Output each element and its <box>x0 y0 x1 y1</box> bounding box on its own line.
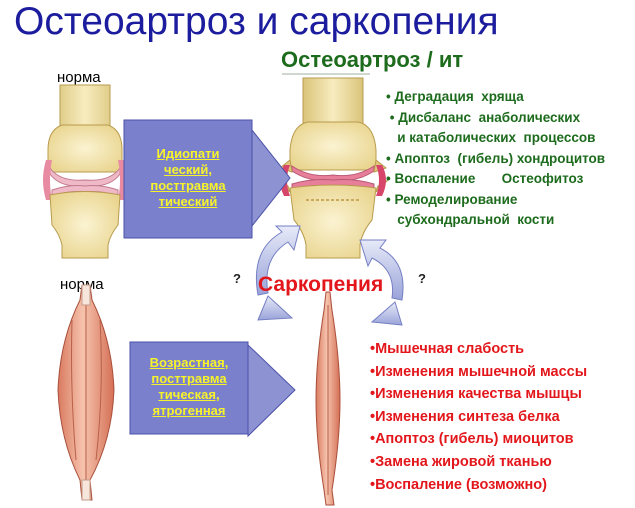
sarc-cause-arrow-icon <box>129 341 296 438</box>
sarcopenia-heading: Саркопения <box>258 273 384 296</box>
sarc-cause-line: Возрастная, <box>149 355 229 370</box>
sarc-cause-line: ятрогенная <box>152 403 226 418</box>
question-mark-right: ? <box>418 271 426 286</box>
osteoarthritis-list: • Деградация хряща • Дисбаланс анаболиче… <box>386 87 605 231</box>
muscle-normal-icon <box>57 284 115 501</box>
joint-normal-label: норма <box>57 69 101 86</box>
sarc-cause-line: тическая, <box>158 387 220 402</box>
cycle-arrows-icon <box>255 225 404 326</box>
list-item: •Изменения мышечной массы <box>370 363 588 380</box>
list-item: и катаболических процессов <box>386 130 596 145</box>
list-item: •Изменения качества мышцы <box>370 386 582 403</box>
bone-joint-normal-icon <box>43 84 127 259</box>
oa-cause-line: тический <box>158 194 218 209</box>
list-item: •Замена жировой тканью <box>370 453 552 470</box>
bone-joint-osteoarthritis-icon <box>277 77 389 259</box>
list-item: субхондральной кости <box>386 212 555 227</box>
list-item: • Дисбаланс анаболических <box>386 109 581 125</box>
list-item: • Воспаление Остеофитоз <box>386 171 584 186</box>
oa-cause-line: Идиопати <box>156 146 220 161</box>
osteoarthritis-heading: Остеоартроз / ит <box>281 47 464 72</box>
sarcopenia-list: •Мышечная слабость •Изменения мышечной м… <box>370 338 587 496</box>
oa-cause-text: Идиопати ческий, посттравма тический <box>130 146 246 210</box>
sarc-cause-line: посттравма <box>151 371 227 386</box>
list-item: • Ремоделирование <box>386 191 518 207</box>
sarc-cause-text: Возрастная, посттравма тическая, ятроген… <box>134 355 244 419</box>
list-item: •Мышечная слабость <box>370 341 525 357</box>
muscle-atrophic-icon <box>315 291 341 506</box>
list-item: • Апоптоз (гибель) хондроцитов <box>386 150 606 166</box>
page-title: Остеоартроз и саркопения <box>14 0 499 43</box>
list-item: •Воспаление (возможно) <box>370 476 547 493</box>
list-item: •Изменения синтеза белка <box>370 408 560 425</box>
list-item: •Апоптоз (гибель) миоцитов <box>370 431 574 448</box>
oa-cause-line: ческий, <box>164 162 212 177</box>
question-mark-left: ? <box>233 271 241 286</box>
list-item: • Деградация хряща <box>386 89 524 104</box>
oa-cause-arrow-icon <box>123 119 291 239</box>
oa-cause-line: посттравма <box>150 178 226 193</box>
